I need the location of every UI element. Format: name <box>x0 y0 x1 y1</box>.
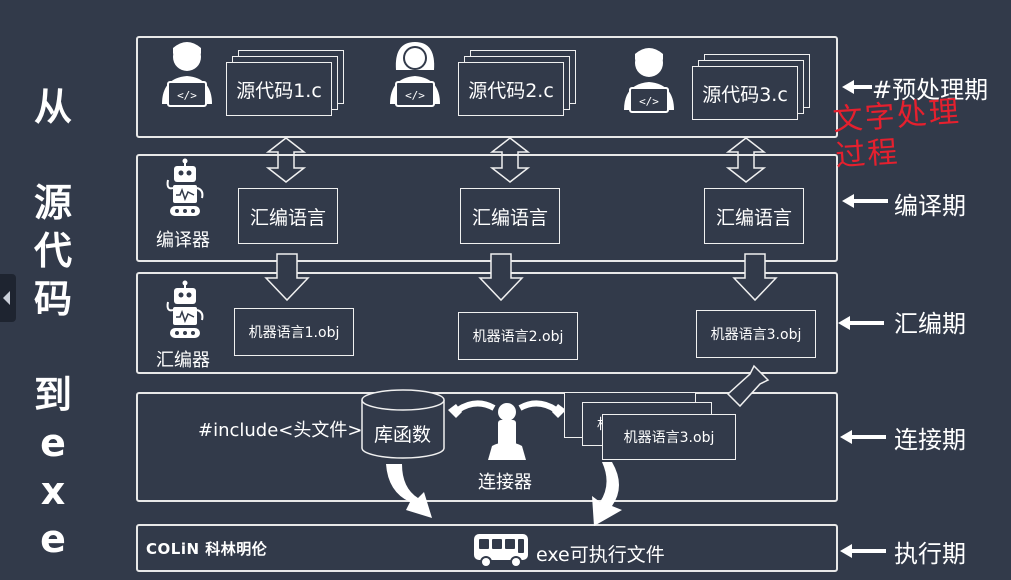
robot-arm-icon <box>448 400 566 460</box>
compiler-label: 编译器 <box>156 230 210 251</box>
diagonal-arrow-icon <box>726 364 770 408</box>
link-stage <box>136 392 838 502</box>
robot-icon <box>166 280 204 338</box>
execute-stage <box>136 524 838 572</box>
machine-code-box-3: 机器语言3.obj <box>696 310 816 358</box>
phase-execute: 执行期 <box>894 540 966 568</box>
left-arrow-icon <box>840 430 886 444</box>
double-arrow-icon <box>489 137 531 183</box>
title-char-3: 代 <box>33 229 72 273</box>
side-collapse-tab[interactable] <box>0 274 16 322</box>
source-file-2: 源代码2.c <box>458 50 578 116</box>
source-file-3: 源代码3.c <box>692 54 812 120</box>
curved-arrow-icon <box>386 464 432 518</box>
title-char-1: 从 <box>33 85 72 129</box>
double-arrow-icon <box>725 137 767 183</box>
source-file-label: 源代码2.c <box>458 62 564 116</box>
down-arrow-icon <box>732 253 778 302</box>
assembler-label: 汇编器 <box>156 350 210 371</box>
programmer-female-icon: </> <box>390 42 440 107</box>
title-char-7: x <box>40 469 66 513</box>
source-file-1: 源代码1.c <box>226 50 346 116</box>
title-char-4: 码 <box>33 277 72 321</box>
svg-text:</>: </> <box>177 89 197 102</box>
assembly-language-box-3: 汇编语言 <box>704 188 804 244</box>
phase-preprocess: #预处理期 <box>872 76 989 104</box>
bus-icon <box>474 534 528 568</box>
phase-assemble: 汇编期 <box>894 310 966 338</box>
compile-stage <box>136 154 838 262</box>
phase-link: 连接期 <box>894 426 966 454</box>
svg-text:</>: </> <box>405 89 425 102</box>
svg-text:</>: </> <box>639 95 659 108</box>
preprocess-stage <box>136 36 838 138</box>
curved-arrow-icon <box>592 462 622 526</box>
exe-output-label: exe可执行文件 <box>536 544 665 566</box>
source-file-label: 源代码1.c <box>226 62 332 116</box>
machine-code-link-box: 机器语言3.obj <box>602 414 736 460</box>
programmer-icon: </> <box>162 42 212 107</box>
triangle-left-icon <box>3 291 10 305</box>
machine-code-box-2: 机器语言2.obj <box>458 312 578 360</box>
brand-logo: COLiN 科林明伦 <box>146 540 268 558</box>
double-arrow-icon <box>265 137 307 183</box>
machine-code-box-1: 机器语言1.obj <box>234 308 354 356</box>
phase-compile: 编译期 <box>894 192 966 220</box>
assembly-language-box-2: 汇编语言 <box>460 188 560 244</box>
down-arrow-icon <box>478 253 524 302</box>
assemble-stage <box>136 272 838 374</box>
title-char-6: e <box>40 421 66 465</box>
programmer-icon: </> <box>624 48 674 113</box>
include-header-label: #include<头文件> <box>198 420 363 441</box>
library-cylinder-icon <box>361 389 445 459</box>
down-arrow-icon <box>264 253 310 302</box>
assembly-language-box-1: 汇编语言 <box>238 188 338 244</box>
title-char-2: 源 <box>33 181 72 225</box>
title-char-8: e <box>40 517 66 561</box>
left-arrow-icon <box>842 80 872 94</box>
linker-label: 连接器 <box>478 472 532 493</box>
source-file-label: 源代码3.c <box>692 66 798 120</box>
title-char-5: 到 <box>33 373 72 417</box>
robot-icon <box>166 158 204 216</box>
library-label: 库函数 <box>374 424 432 446</box>
left-arrow-icon <box>840 544 886 558</box>
left-arrow-icon <box>842 194 888 208</box>
handwritten-note: 文字处理过程 <box>831 94 962 175</box>
left-arrow-icon <box>838 316 884 330</box>
